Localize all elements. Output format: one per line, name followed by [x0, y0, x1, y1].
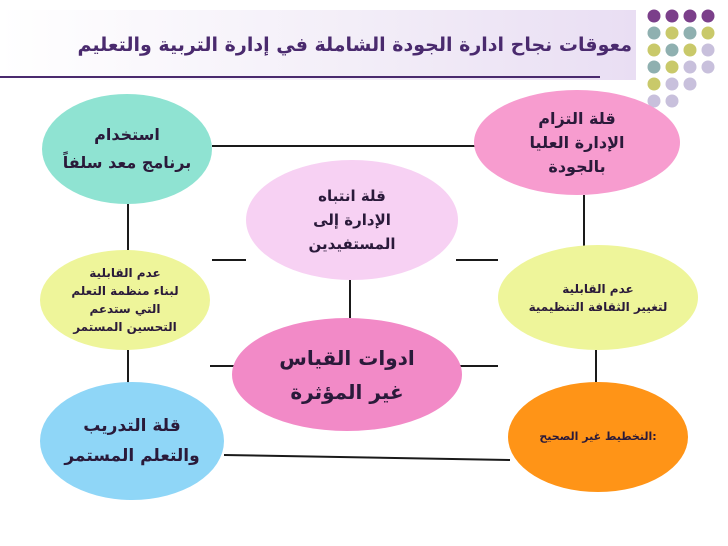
node-training: قلة التدريب والتعلم المستمر	[40, 382, 224, 500]
decorative-dot	[683, 26, 697, 40]
node-learning-organization-text: عدم القابلية لبناء منظمة التعلم التي ستد…	[71, 266, 179, 334]
node-culture-change-text: عدم القابلية لتغيير الثقافة التنظيمية	[528, 281, 668, 314]
decorative-dot	[647, 60, 661, 74]
decorative-dot	[683, 77, 697, 91]
decorative-dot	[665, 60, 679, 74]
decorative-dot	[683, 9, 697, 23]
node-training-text: قلة التدريب والتعلم المستمر	[64, 416, 200, 466]
decorative-dot	[701, 60, 715, 74]
decorative-dot	[665, 26, 679, 40]
node-culture-change: عدم القابلية لتغيير الثقافة التنظيمية	[498, 245, 698, 350]
decorative-dot-grid	[647, 9, 715, 108]
decorative-dot	[647, 77, 661, 91]
decorative-dot	[647, 43, 661, 57]
node-planning: :التخطيط غير الصحيح	[508, 382, 688, 492]
decorative-dot	[683, 43, 697, 57]
title-underline	[0, 76, 600, 78]
decorative-dot	[665, 9, 679, 23]
node-leadership-commitment: قلة التزام الإدارة العليا بالجودة	[474, 90, 680, 195]
decorative-dot	[647, 26, 661, 40]
node-leadership-commitment-text: قلة التزام الإدارة العليا بالجودة	[529, 108, 625, 176]
node-prebuilt-program-text: استخدام برنامج معد سلفاً	[62, 125, 192, 172]
decorative-dot	[647, 9, 661, 23]
node-measurement-tools-text: ادوات القياس غير المؤثرة	[279, 345, 415, 404]
decorative-dot	[701, 43, 715, 57]
node-planning-text: :التخطيط غير الصحيح	[539, 430, 657, 443]
node-beneficiary-attention: قلة انتباه الإدارة إلى المستفيدين	[246, 160, 458, 280]
node-beneficiary-attention-text: قلة انتباه الإدارة إلى المستفيدين	[308, 187, 396, 253]
node-prebuilt-program: استخدام برنامج معد سلفاً	[42, 94, 212, 204]
decorative-dot	[665, 94, 679, 108]
connector-bottom	[223, 454, 511, 461]
decorative-dot	[665, 43, 679, 57]
page-title: معوقات نجاح ادارة الجودة الشاملة في إدار…	[77, 34, 632, 56]
node-learning-organization: عدم القابلية لبناء منظمة التعلم التي ستد…	[40, 250, 210, 350]
decorative-dot	[683, 60, 697, 74]
decorative-dot	[701, 9, 715, 23]
title-banner	[0, 10, 636, 80]
decorative-dot	[665, 77, 679, 91]
decorative-dot	[701, 26, 715, 40]
node-measurement-tools: ادوات القياس غير المؤثرة	[232, 318, 462, 431]
decorative-dot	[647, 94, 661, 108]
